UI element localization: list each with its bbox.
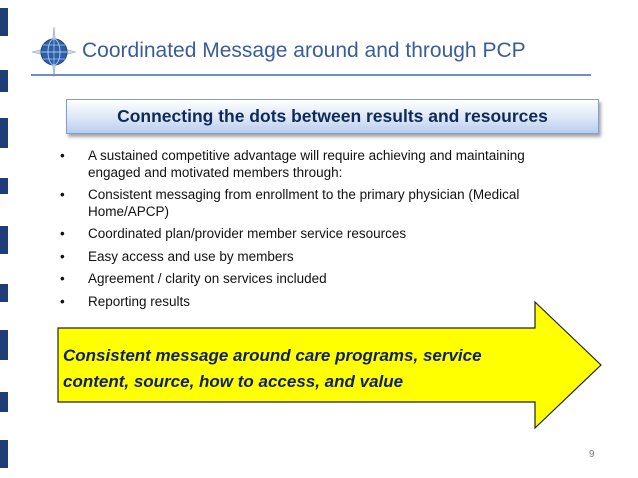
bullet-item: • Easy access and use by members [60, 249, 580, 266]
bullet-item: • Reporting results [60, 294, 580, 311]
globe-logo-icon [32, 27, 76, 77]
callout-line: Consistent message around care programs,… [63, 346, 482, 365]
bullet-glyph: • [60, 248, 65, 264]
page-number: 9 [589, 449, 595, 460]
callout-text: Consistent message around care programs,… [63, 343, 533, 395]
title-divider [31, 74, 591, 76]
bullet-glyph: • [60, 271, 65, 286]
bullet-glyph: • [60, 226, 65, 241]
left-decorative-bar [0, 0, 8, 478]
bullet-text: A sustained competitive advantage will r… [88, 148, 525, 180]
bullet-text: Easy access and use by members [88, 248, 294, 264]
callout-line: content, source, how to access, and valu… [63, 372, 404, 391]
slide-title: Coordinated Message around and through P… [82, 39, 526, 62]
callout-arrow [57, 300, 602, 430]
bullet-item: • Consistent messaging from enrollment to… [60, 187, 580, 220]
bullet-list: • A sustained competitive advantage will … [60, 148, 580, 316]
bullet-item: • Coordinated plan/provider member servic… [60, 226, 580, 243]
bullet-glyph: • [60, 148, 65, 163]
bullet-item: • Agreement / clarity on services include… [60, 271, 580, 288]
bullet-text: Consistent messaging from enrollment to … [88, 187, 520, 219]
subtitle-text: Connecting the dots between results and … [117, 106, 548, 126]
bullet-item: • A sustained competitive advantage will … [60, 148, 580, 181]
bullet-text: Reporting results [88, 293, 191, 309]
bullet-text: Agreement / clarity on services included [88, 271, 327, 286]
bullet-glyph: • [60, 293, 65, 309]
subtitle-banner: Connecting the dots between results and … [66, 99, 599, 134]
bullet-text: Coordinated plan/provider member service… [88, 226, 407, 241]
bullet-glyph: • [60, 187, 65, 202]
